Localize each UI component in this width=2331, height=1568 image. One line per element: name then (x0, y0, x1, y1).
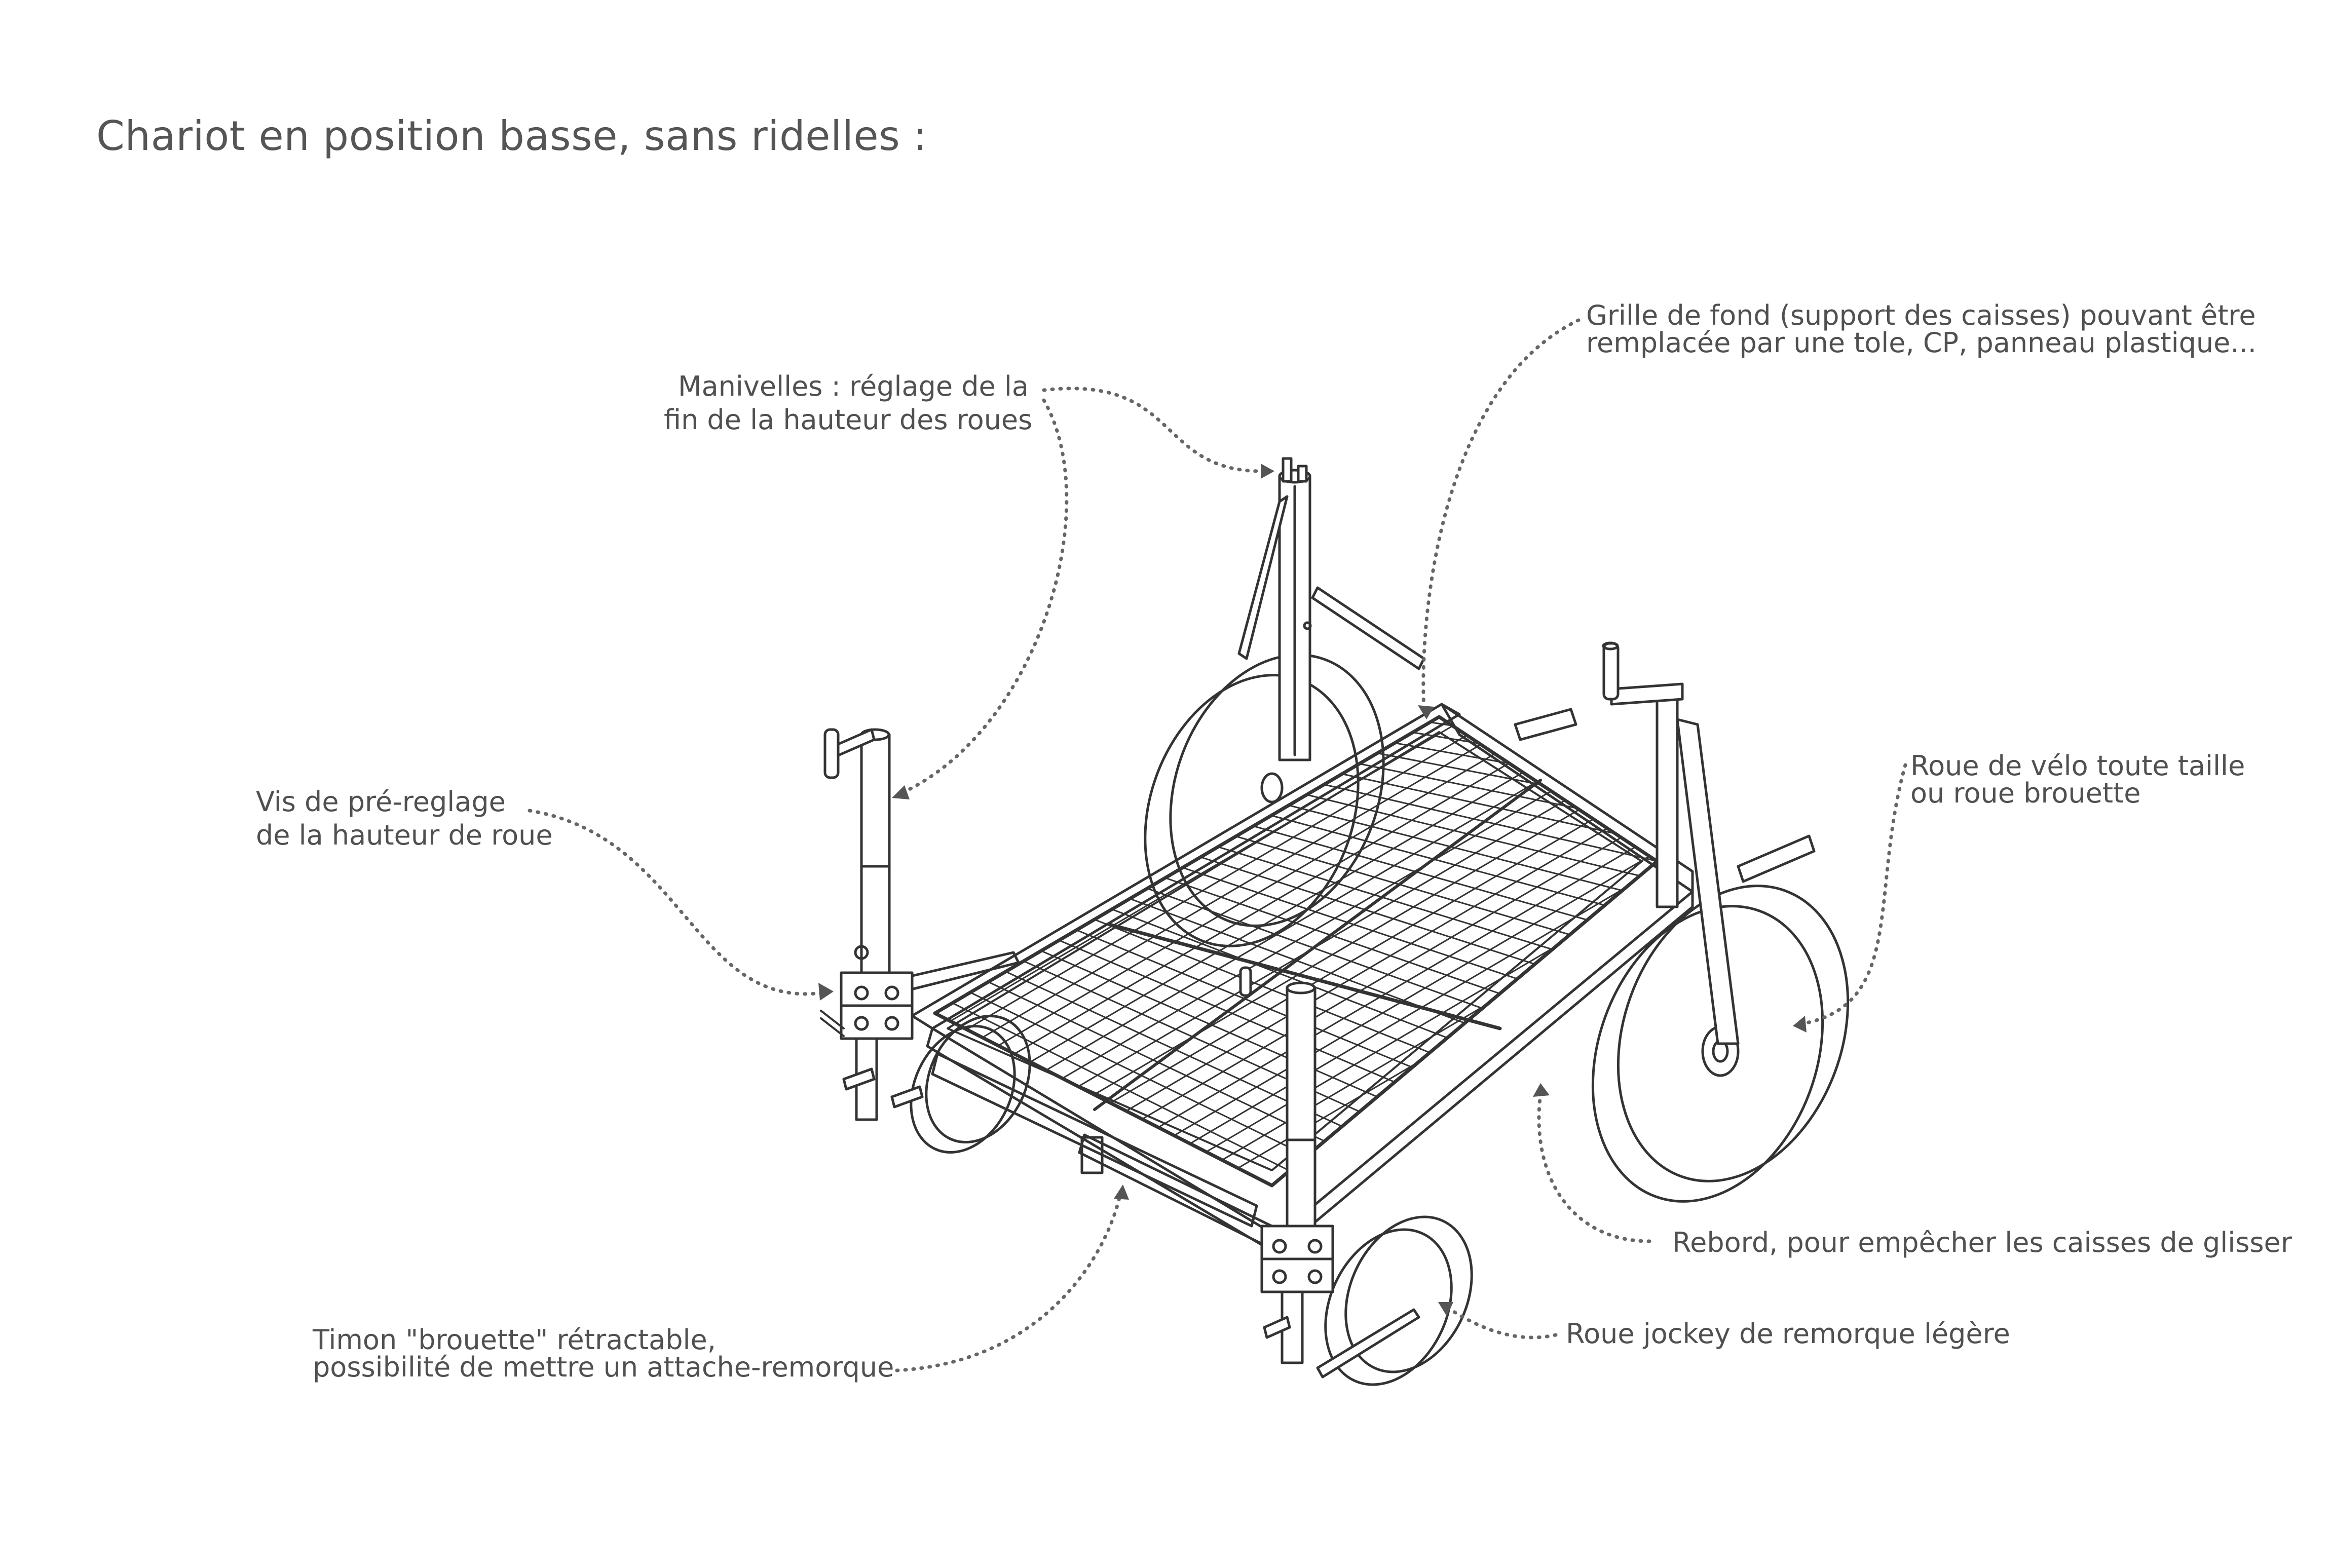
annotation-manivelles-line2: fin de la hauteur des roues (664, 404, 1033, 436)
annotation-roue-velo-line1: Roue de vélo toute taille (1910, 750, 2245, 782)
page-title: Chariot en position basse, sans ridelles… (96, 112, 927, 160)
annotation-roue-velo: Roue de vélo toute taille ou roue brouet… (1910, 752, 2245, 807)
annotation-timon-line1: Timon "brouette" rétractable, (313, 1324, 716, 1356)
leader-arrowheads (818, 464, 1807, 1316)
annotation-vis-line2: de la hauteur de roue (256, 819, 553, 851)
deck-grid (933, 715, 1659, 1188)
annotation-jockey: Roue jockey de remorque légère (1566, 1317, 2010, 1351)
crank-post-left (820, 728, 924, 1121)
annotation-manivelles: Manivelles : réglage de la fin de la hau… (664, 370, 1033, 437)
annotation-vis-line1: Vis de pré-reglage (256, 786, 506, 818)
bicycle-wheel (1591, 885, 1850, 1203)
annotation-rebord-line1: Rebord, pour empêcher les caisses de gli… (1672, 1227, 2292, 1258)
rear-wheel-left (1144, 654, 1385, 947)
annotation-roue-velo-line2: ou roue brouette (1910, 777, 2141, 809)
annotation-grille: Grille de fond (support des caisses) pou… (1586, 302, 2257, 357)
annotation-rebord: Rebord, pour empêcher les caisses de gli… (1672, 1226, 2292, 1259)
annotation-manivelles-line1: Manivelles : réglage de la (678, 370, 1029, 402)
annotation-vis: Vis de pré-reglage de la hauteur de roue (256, 785, 553, 852)
annotation-grille-line1: Grille de fond (support des caisses) pou… (1586, 299, 2256, 331)
crank-post-rear (1237, 457, 1312, 761)
jockey-wheel (1316, 1215, 1473, 1386)
leader-lines (528, 318, 1907, 1372)
annotation-timon-line2: possibilité de mettre un attache-remorqu… (313, 1351, 894, 1383)
annotation-grille-line2: remplacée par une tole, CP, panneau plas… (1586, 327, 2257, 359)
annotation-jockey-line1: Roue jockey de remorque légère (1566, 1318, 2010, 1350)
crank-post-front (1239, 966, 1334, 1364)
crank-post-right (1602, 641, 1740, 1045)
annotation-timon: Timon "brouette" rétractable, possibilit… (313, 1326, 894, 1381)
